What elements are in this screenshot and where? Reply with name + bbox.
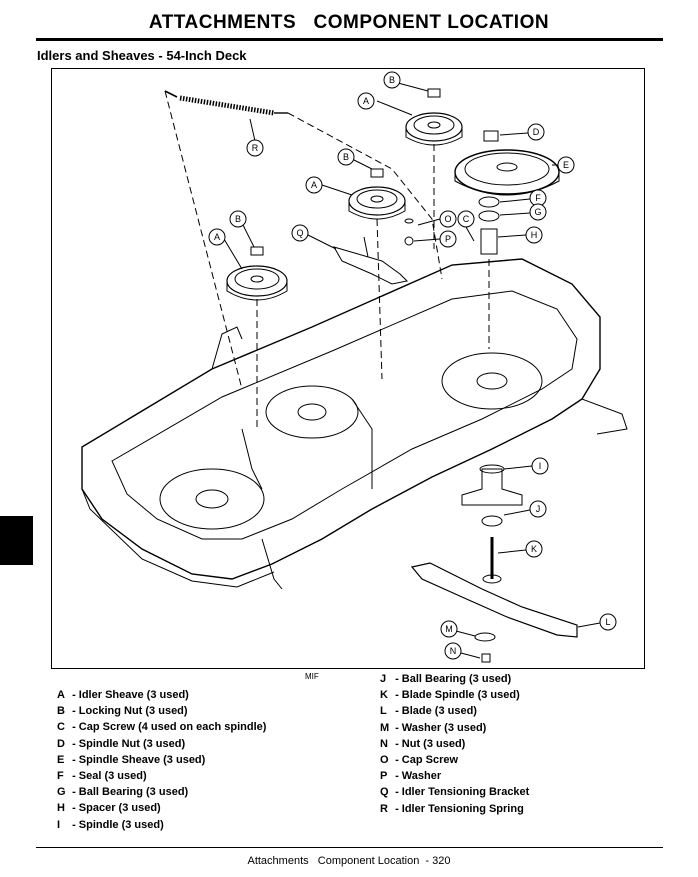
callout-b-rear: B <box>383 71 429 92</box>
title-rule <box>36 38 663 41</box>
legend-item: K - Blade Spindle (3 used) <box>380 689 520 702</box>
idler-tensioning-spring <box>164 90 288 116</box>
idler-sheave-middle <box>348 168 406 220</box>
spindle-assembly <box>461 464 523 584</box>
callout-a-front: A <box>208 228 243 270</box>
svg-text:B: B <box>235 214 241 224</box>
callout-d: D <box>499 123 545 141</box>
svg-text:H: H <box>531 230 538 240</box>
idler-sheave-front <box>226 246 288 301</box>
legend-item: F - Seal (3 used) <box>57 769 147 782</box>
svg-text:O: O <box>444 214 451 224</box>
callout-n: N <box>444 642 481 660</box>
callout-q: Q <box>291 224 337 250</box>
blade <box>410 562 578 663</box>
callout-l: L <box>577 613 617 631</box>
page-title: ATTACHMENTS COMPONENT LOCATION <box>148 12 550 33</box>
legend-right: J - Ball Bearing (3 used) K - Blade Spin… <box>380 671 529 817</box>
callout-j: J <box>503 500 547 518</box>
callout-g: G <box>499 203 547 221</box>
svg-text:Q: Q <box>296 228 303 238</box>
svg-text:F: F <box>535 193 541 203</box>
legend-left: A - Idler Sheave (3 used) B - Locking Nu… <box>57 687 266 833</box>
callout-a-rear: A <box>357 92 413 116</box>
legend-item: D - Spindle Nut (3 used) <box>57 737 186 750</box>
legend-item: C - Cap Screw (4 used on each spindle) <box>57 721 267 734</box>
svg-text:B: B <box>389 75 395 85</box>
legend-item: O - Cap Screw <box>380 753 459 766</box>
section-tab-marker <box>0 516 33 565</box>
legend-item: R - Idler Tensioning Spring <box>380 802 524 815</box>
legend-item: P - Washer <box>380 770 442 783</box>
mower-deck <box>81 258 628 590</box>
callout-i: I <box>503 457 549 475</box>
legend-item: G - Ball Bearing (3 used) <box>57 786 189 799</box>
callout-b-front: B <box>229 210 255 248</box>
footer-rule <box>36 847 663 848</box>
callout-c: C <box>457 210 475 242</box>
assembly-guide-lines <box>164 90 490 429</box>
svg-text:A: A <box>214 232 220 242</box>
svg-text:J: J <box>536 504 541 514</box>
callout-e: E <box>552 156 575 174</box>
svg-text:P: P <box>445 234 451 244</box>
legend-item: Q - Idler Tensioning Bracket <box>380 786 530 799</box>
callout-o: O <box>417 210 457 228</box>
svg-text:B: B <box>343 152 349 162</box>
legend-item: N - Nut (3 used) <box>380 737 466 750</box>
callout-b-middle: B <box>337 148 373 170</box>
callout-k: K <box>497 540 543 558</box>
page-footer: Attachments Component Location - 320 <box>247 855 451 867</box>
callout-r: R <box>246 118 264 157</box>
exploded-diagram: A A A B B B C D E F G H I J K L M N O P … <box>51 68 645 669</box>
legend-item: H - Spacer (3 used) <box>57 802 161 815</box>
legend-item: J - Ball Bearing (3 used) <box>380 673 512 685</box>
legend-item: A - Idler Sheave (3 used) <box>57 689 189 701</box>
svg-text:C: C <box>463 214 470 224</box>
svg-text:I: I <box>539 461 542 471</box>
section-heading: Idlers and Sheaves - 54-Inch Deck <box>37 48 247 63</box>
callout-f: F <box>499 189 547 207</box>
figure-code: MIF <box>305 672 319 681</box>
svg-text:K: K <box>531 544 537 554</box>
idler-sheave-rear <box>405 88 463 146</box>
idler-tensioning-bracket <box>332 218 414 285</box>
legend-item: B - Locking Nut (3 used) <box>57 705 188 718</box>
spindle-sheave <box>454 130 560 255</box>
deck-illustration: A A A B B B C D E F G H I J K L M N O P … <box>81 71 628 663</box>
callout-a-middle: A <box>305 176 353 196</box>
svg-text:A: A <box>363 96 369 106</box>
svg-text:E: E <box>563 160 569 170</box>
svg-text:G: G <box>534 207 541 217</box>
callout-h: H <box>497 226 543 244</box>
legend-item: I - Spindle (3 used) <box>57 818 164 831</box>
svg-text:D: D <box>533 127 540 137</box>
svg-text:L: L <box>605 617 610 627</box>
legend-item: M - Washer (3 used) <box>380 721 487 734</box>
svg-text:N: N <box>450 646 457 656</box>
svg-text:R: R <box>252 143 259 153</box>
legend-item: E - Spindle Sheave (3 used) <box>57 753 206 766</box>
legend-item: L - Blade (3 used) <box>380 705 477 718</box>
svg-text:M: M <box>445 624 453 634</box>
callout-p: P <box>413 230 457 248</box>
callout-m: M <box>440 620 476 638</box>
svg-text:A: A <box>311 180 317 190</box>
